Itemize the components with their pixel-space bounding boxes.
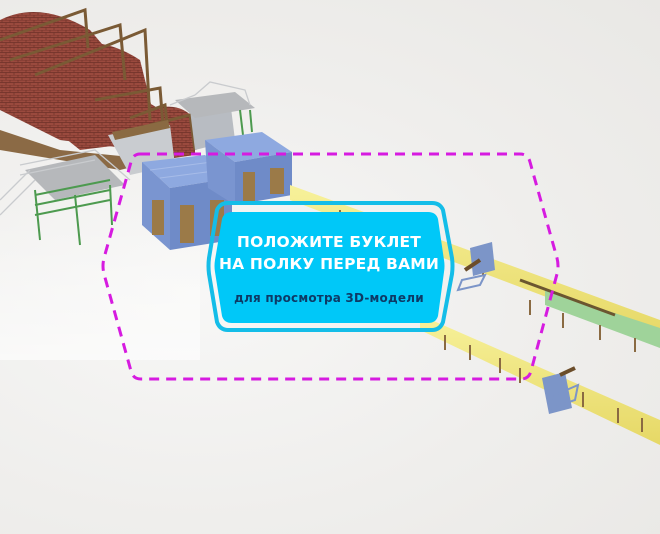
badge-outline <box>206 201 455 332</box>
instruction-title-line-1: ПОЛОЖИТЕ БУКЛЕТ <box>236 233 422 251</box>
transfer-station-upper <box>456 242 495 292</box>
instruction-badge: ПОЛОЖИТЕ БУКЛЕТ НА ПОЛКУ ПЕРЕД ВАМИ для … <box>215 212 443 324</box>
instruction-title: ПОЛОЖИТЕ БУКЛЕТ НА ПОЛКУ ПЕРЕД ВАМИ <box>215 231 443 275</box>
scan-frame-hexagon <box>101 152 560 381</box>
conveyor-line-lower <box>420 315 660 445</box>
instruction-subtitle: для просмотра 3D-модели <box>234 291 424 305</box>
instruction-title-line-2: НА ПОЛКУ ПЕРЕД ВАМИ <box>218 255 440 273</box>
transfer-station-lower <box>542 366 580 414</box>
platform-right <box>169 81 255 136</box>
platform-left <box>0 149 131 246</box>
badge-fill <box>214 212 445 323</box>
